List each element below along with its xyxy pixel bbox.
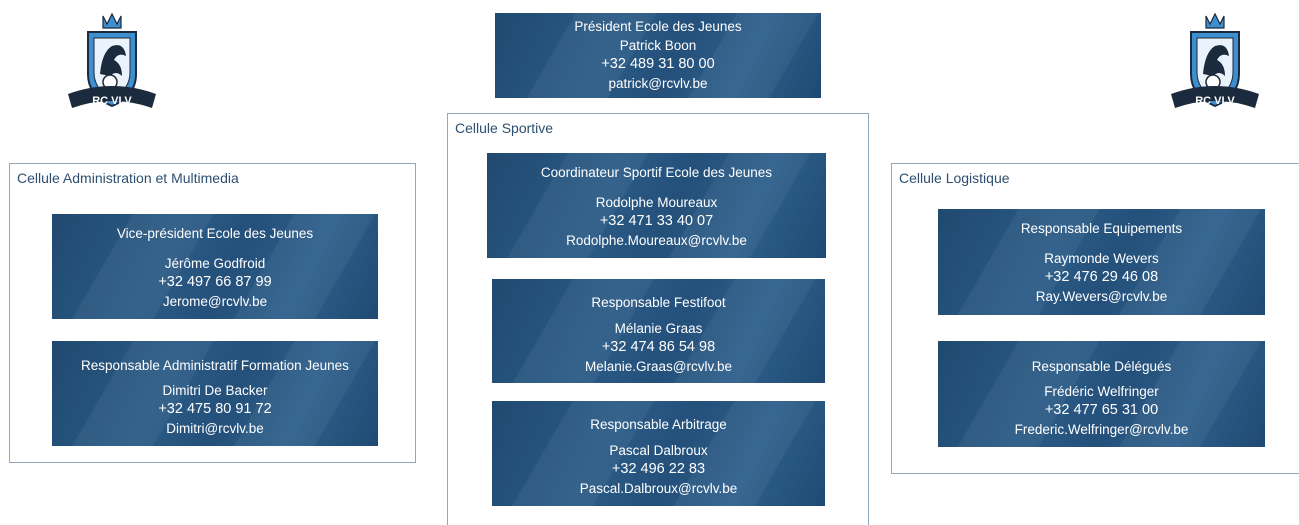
member-card: Responsable Délégués Frédéric Welfringer…: [938, 341, 1265, 447]
banner-icon: RC VLV: [1171, 86, 1259, 108]
member-role: Responsable Festifoot: [591, 295, 726, 310]
member-card: Responsable Equipements Raymonde Wevers …: [938, 209, 1265, 315]
member-name: Pascal Dalbroux: [609, 443, 708, 458]
member-phone: +32 474 86 54 98: [601, 339, 716, 355]
member-email: Frederic.Welfringer@rcvlv.be: [1014, 422, 1189, 437]
member-name: Frédéric Welfringer: [1044, 384, 1159, 399]
member-name: Mélanie Graas: [614, 321, 703, 336]
cell-sportive-title: Cellule Sportive: [455, 120, 554, 136]
crown-icon: [1205, 12, 1225, 29]
logo-text: RC VLV: [1195, 95, 1235, 107]
member-role: Responsable Equipements: [1020, 221, 1183, 236]
member-phone: +32 497 66 87 99: [158, 274, 272, 290]
crown-icon: [102, 12, 122, 29]
member-name: Rodolphe Moureaux: [595, 195, 718, 210]
logo-text: RC VLV: [92, 95, 132, 107]
member-card: Coordinateur Sportif Ecole des Jeunes Ro…: [487, 153, 826, 258]
president-email: patrick@rcvlv.be: [608, 76, 708, 91]
cell-administration-title: Cellule Administration et Multimedia: [17, 170, 239, 186]
member-name: Dimitri De Backer: [162, 383, 268, 398]
member-email: Melanie.Graas@rcvlv.be: [584, 359, 732, 374]
member-card: Vice-président Ecole des Jeunes Jérôme G…: [52, 214, 378, 319]
member-role: Vice-président Ecole des Jeunes: [116, 226, 314, 241]
member-role: Responsable Administratif Formation Jeun…: [81, 358, 349, 373]
member-phone: +32 475 80 91 72: [158, 401, 272, 417]
cell-logistique-title: Cellule Logistique: [899, 170, 1010, 186]
member-card: Responsable Festifoot Mélanie Graas +32 …: [492, 279, 825, 383]
member-card: Responsable Administratif Formation Jeun…: [52, 341, 378, 446]
member-role: Responsable Arbitrage: [590, 417, 727, 432]
member-role: Responsable Délégués: [1031, 359, 1172, 374]
member-email: Ray.Wevers@rcvlv.be: [1035, 289, 1168, 304]
president-card: Président Ecole des Jeunes Patrick Boon …: [495, 13, 821, 98]
member-role: Coordinateur Sportif Ecole des Jeunes: [540, 165, 773, 180]
member-email: Dimitri@rcvlv.be: [166, 421, 264, 436]
member-phone: +32 477 65 31 00: [1044, 402, 1159, 418]
president-phone: +32 489 31 80 00: [601, 56, 715, 72]
president-role: Président Ecole des Jeunes: [574, 19, 742, 34]
club-logo-left: RC VLV: [68, 12, 156, 108]
president-name: Patrick Boon: [619, 38, 697, 53]
member-email: Jerome@rcvlv.be: [162, 294, 268, 309]
member-name: Raymonde Wevers: [1044, 251, 1159, 266]
member-email: Pascal.Dalbroux@rcvlv.be: [579, 481, 738, 496]
member-phone: +32 496 22 83: [611, 461, 706, 477]
banner-icon: RC VLV: [68, 86, 156, 108]
member-phone: +32 476 29 46 08: [1044, 269, 1159, 285]
member-email: Rodolphe.Moureaux@rcvlv.be: [566, 233, 747, 248]
member-name: Jérôme Godfroid: [164, 256, 266, 271]
club-logo-right: RC VLV: [1171, 12, 1259, 108]
member-phone: +32 471 33 40 07: [599, 213, 714, 229]
member-card: Responsable Arbitrage Pascal Dalbroux +3…: [492, 401, 825, 506]
